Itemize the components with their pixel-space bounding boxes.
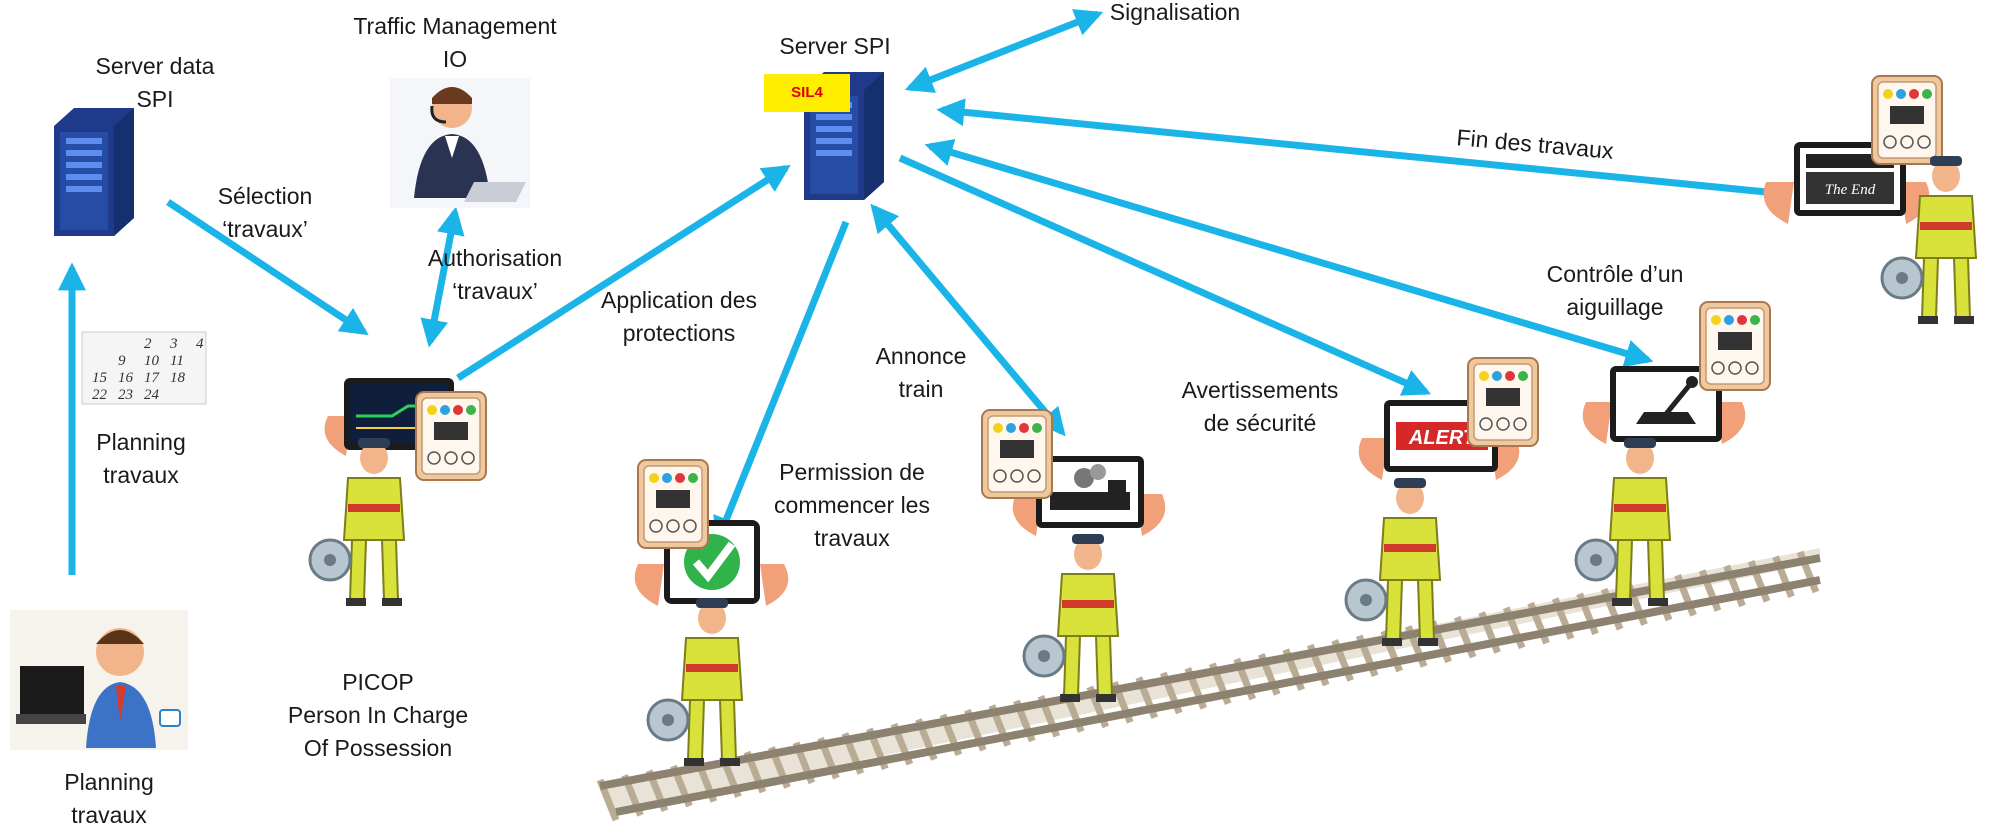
label-permission-line-2: commencer les	[774, 492, 930, 518]
label-avertissements-line-1: Avertissements	[1181, 377, 1339, 403]
railway-track-icon	[596, 548, 1821, 822]
arrow-signalisation	[904, 9, 1104, 93]
track-worker-icon	[1574, 436, 1672, 608]
remote-control-device-icon	[1699, 301, 1771, 391]
calendar-day: 18	[170, 370, 186, 386]
calendar-day: 3	[169, 336, 178, 352]
calendar-day: 15	[92, 370, 108, 386]
remote-control-device-icon	[1467, 357, 1539, 447]
label-selection-line-2: ‘travaux’	[222, 216, 308, 242]
label-avertissements-line-2: de sécurité	[1203, 410, 1317, 436]
sil4-badge: SIL4	[764, 74, 850, 112]
the-end-screen-text: The End	[1825, 182, 1876, 198]
label-controle-line-2: aiguillage	[1566, 294, 1664, 320]
track-worker-icon	[308, 436, 406, 608]
calendar-day: 2	[144, 336, 152, 352]
calendar-day: 10	[144, 353, 160, 369]
label-application-line-1: Application des	[601, 287, 757, 313]
label-permission-line-1: Permission de	[779, 459, 925, 485]
calendar-day: 11	[170, 353, 184, 369]
label-avertissements: Avertissements de sécurité	[1170, 374, 1350, 440]
remote-control-device-icon	[981, 409, 1053, 499]
remote-control-device-icon	[1871, 75, 1943, 165]
label-controle-aiguillage: Contrôle d’un aiguillage	[1530, 258, 1700, 324]
label-planning-mid-line-2: travaux	[103, 462, 179, 488]
arrow-selection-travaux	[166, 199, 369, 336]
office-worker-at-computer-icon	[10, 610, 188, 750]
label-selection-line-1: Sélection	[217, 183, 313, 209]
headset-operator-icon	[390, 78, 530, 208]
label-signalisation: Signalisation	[1109, 0, 1241, 25]
label-server-spi: Server SPI	[779, 33, 891, 59]
label-annonce-line-2: train	[898, 376, 944, 402]
label-permission-line-3: travaux	[814, 525, 890, 551]
calendar-day: 17	[144, 370, 161, 386]
remote-control-device-icon	[637, 459, 709, 549]
arrow-authorisation-travaux	[420, 206, 465, 348]
label-application-line-2: protections	[622, 320, 736, 346]
track-worker-icon	[1344, 476, 1442, 648]
calendar-day: 16	[118, 370, 134, 386]
label-application-protections: Application des protections	[584, 284, 774, 350]
label-controle-line-1: Contrôle d’un	[1546, 261, 1684, 287]
arrow-application-protections	[456, 164, 791, 381]
label-picop: PICOP Person In Charge Of Possession	[268, 666, 488, 765]
track-worker-icon	[1022, 532, 1120, 704]
calendar-day: 24	[144, 387, 160, 403]
label-planning-bottom: Planning travaux	[44, 766, 174, 832]
label-planning-mid: Planning travaux	[76, 426, 206, 492]
label-server-data-line-1: Server data	[95, 53, 215, 79]
arrows	[58, 9, 1767, 575]
server-data-icon	[54, 108, 134, 236]
label-picop-line-3: Of Possession	[303, 735, 453, 761]
label-annonce-line-1: Annonce	[875, 343, 967, 369]
label-traffic-management-line-2: IO	[442, 46, 468, 72]
arrow-permission	[713, 220, 850, 546]
tablet-train-icon	[1012, 456, 1166, 536]
label-server-data: Server data SPI	[80, 50, 230, 116]
label-planning-mid-line-1: Planning	[96, 429, 186, 455]
label-picop-line-2: Person In Charge	[287, 702, 469, 728]
calendar-day: 23	[118, 387, 133, 403]
label-authorisation-line-1: Authorisation	[427, 245, 563, 271]
label-authorisation-travaux: Authorisation ‘travaux’	[410, 242, 580, 308]
label-traffic-management: Traffic Management IO	[330, 10, 580, 76]
label-selection-travaux: Sélection ‘travaux’	[200, 180, 330, 246]
label-planning-bottom-line-1: Planning	[64, 769, 154, 795]
alert-screen-text: ALERT	[1408, 427, 1477, 449]
track-worker-icon	[646, 596, 744, 768]
label-traffic-management-line-1: Traffic Management	[353, 13, 557, 39]
calendar-day: 4	[196, 336, 204, 352]
label-planning-bottom-line-2: travaux	[71, 802, 147, 828]
tablet-switch-lever-icon	[1582, 366, 1746, 444]
remote-control-device-icon	[415, 391, 487, 481]
tablet-the-end-icon: The End	[1763, 142, 1930, 224]
calendar-day: 22	[92, 387, 108, 403]
arrow-fin-des-travaux	[936, 98, 1767, 196]
calendar-day: 9	[118, 353, 126, 369]
label-picop-line-1: PICOP	[342, 669, 414, 695]
arrow-controle-aiguillage	[924, 138, 1654, 368]
label-annonce-train: Annonce train	[856, 340, 986, 406]
label-permission: Permission de commencer les travaux	[762, 456, 942, 555]
label-server-data-line-2: SPI	[136, 86, 174, 112]
label-authorisation-line-2: ‘travaux’	[452, 278, 538, 304]
